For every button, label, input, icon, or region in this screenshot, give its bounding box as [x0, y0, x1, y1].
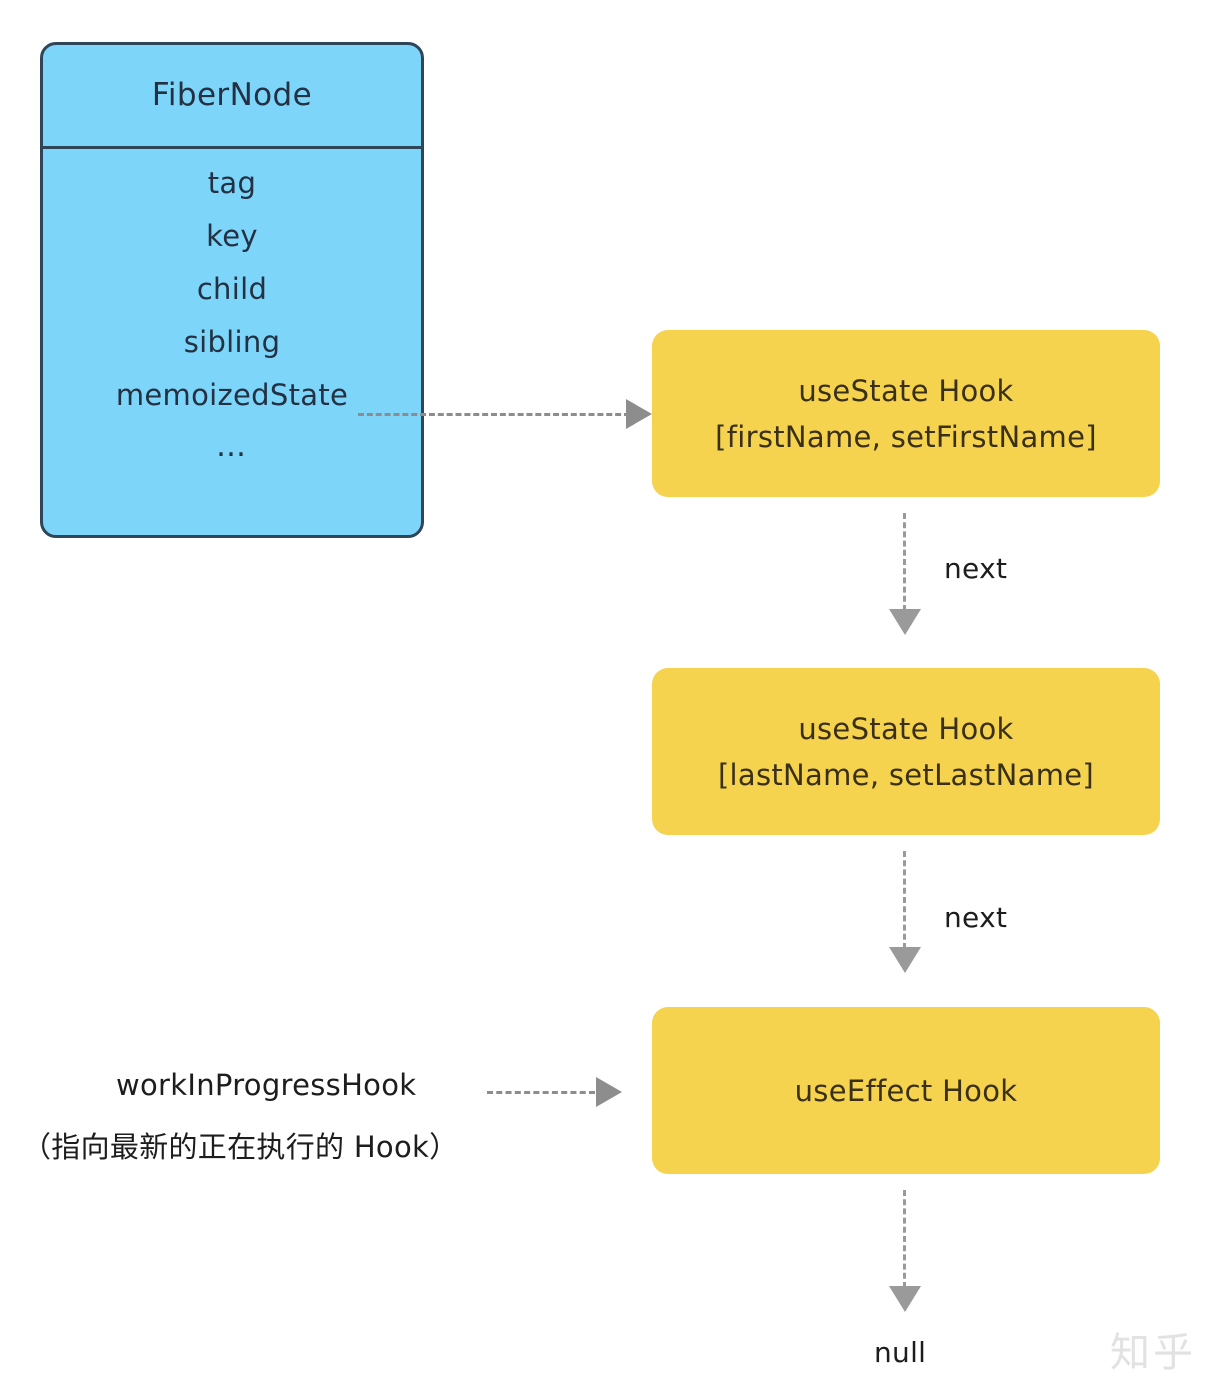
fiber-node-box: FiberNode tag key child sibling memoized… [40, 42, 424, 538]
connector-workinprogresshook-line [487, 1091, 595, 1094]
hook-box-useeffect: useEffect Hook [652, 1007, 1160, 1174]
hook-signature-usestate-firstname: [firstName, setFirstName] [715, 419, 1097, 454]
connector-next-1-line [903, 513, 906, 611]
connector-null-line [903, 1190, 906, 1288]
hook-title-usestate-lastname: useState Hook [798, 711, 1014, 746]
fiber-node-divider [40, 146, 424, 149]
connector-workinprogresshook-arrowhead-icon [596, 1077, 622, 1107]
hook-title-usestate-firstname: useState Hook [798, 373, 1014, 408]
connector-next-2-arrowhead-icon [889, 947, 921, 973]
connector-next-1-arrowhead-icon [889, 609, 921, 635]
workinprogresshook-pointer-label: workInProgressHook [116, 1068, 417, 1102]
zhihu-watermark: 知乎 [1110, 1330, 1196, 1376]
connector-memoizedstate-line [358, 413, 630, 416]
fiber-field-memoizedstate: memoizedState [115, 378, 349, 412]
connector-memoizedstate-arrowhead-icon [626, 399, 652, 429]
workinprogresshook-description: （指向最新的正在执行的 Hook） [22, 1130, 459, 1164]
fiber-node-title: FiberNode [151, 77, 313, 113]
hook-box-usestate-lastname: useState Hook [lastName, setLastName] [652, 668, 1160, 835]
fiber-field-sibling: sibling [183, 325, 281, 359]
fiber-field-child: child [196, 272, 268, 306]
hook-signature-usestate-lastname: [lastName, setLastName] [717, 757, 1095, 792]
fiber-field-tag: tag [207, 166, 257, 200]
connector-null-arrowhead-icon [889, 1286, 921, 1312]
null-terminator-label: null [874, 1336, 927, 1369]
hook-box-usestate-firstname: useState Hook [firstName, setFirstName] [652, 330, 1160, 497]
hook-title-useeffect: useEffect Hook [794, 1073, 1018, 1108]
fiber-node-field-list: tag key child sibling memoizedState … [43, 157, 421, 472]
fiber-field-key: key [206, 219, 258, 253]
connector-next-2-label: next [944, 901, 1008, 934]
connector-next-1-label: next [944, 552, 1008, 585]
fiber-field-ellipsis: … [216, 429, 248, 464]
connector-next-2-line [903, 851, 906, 949]
